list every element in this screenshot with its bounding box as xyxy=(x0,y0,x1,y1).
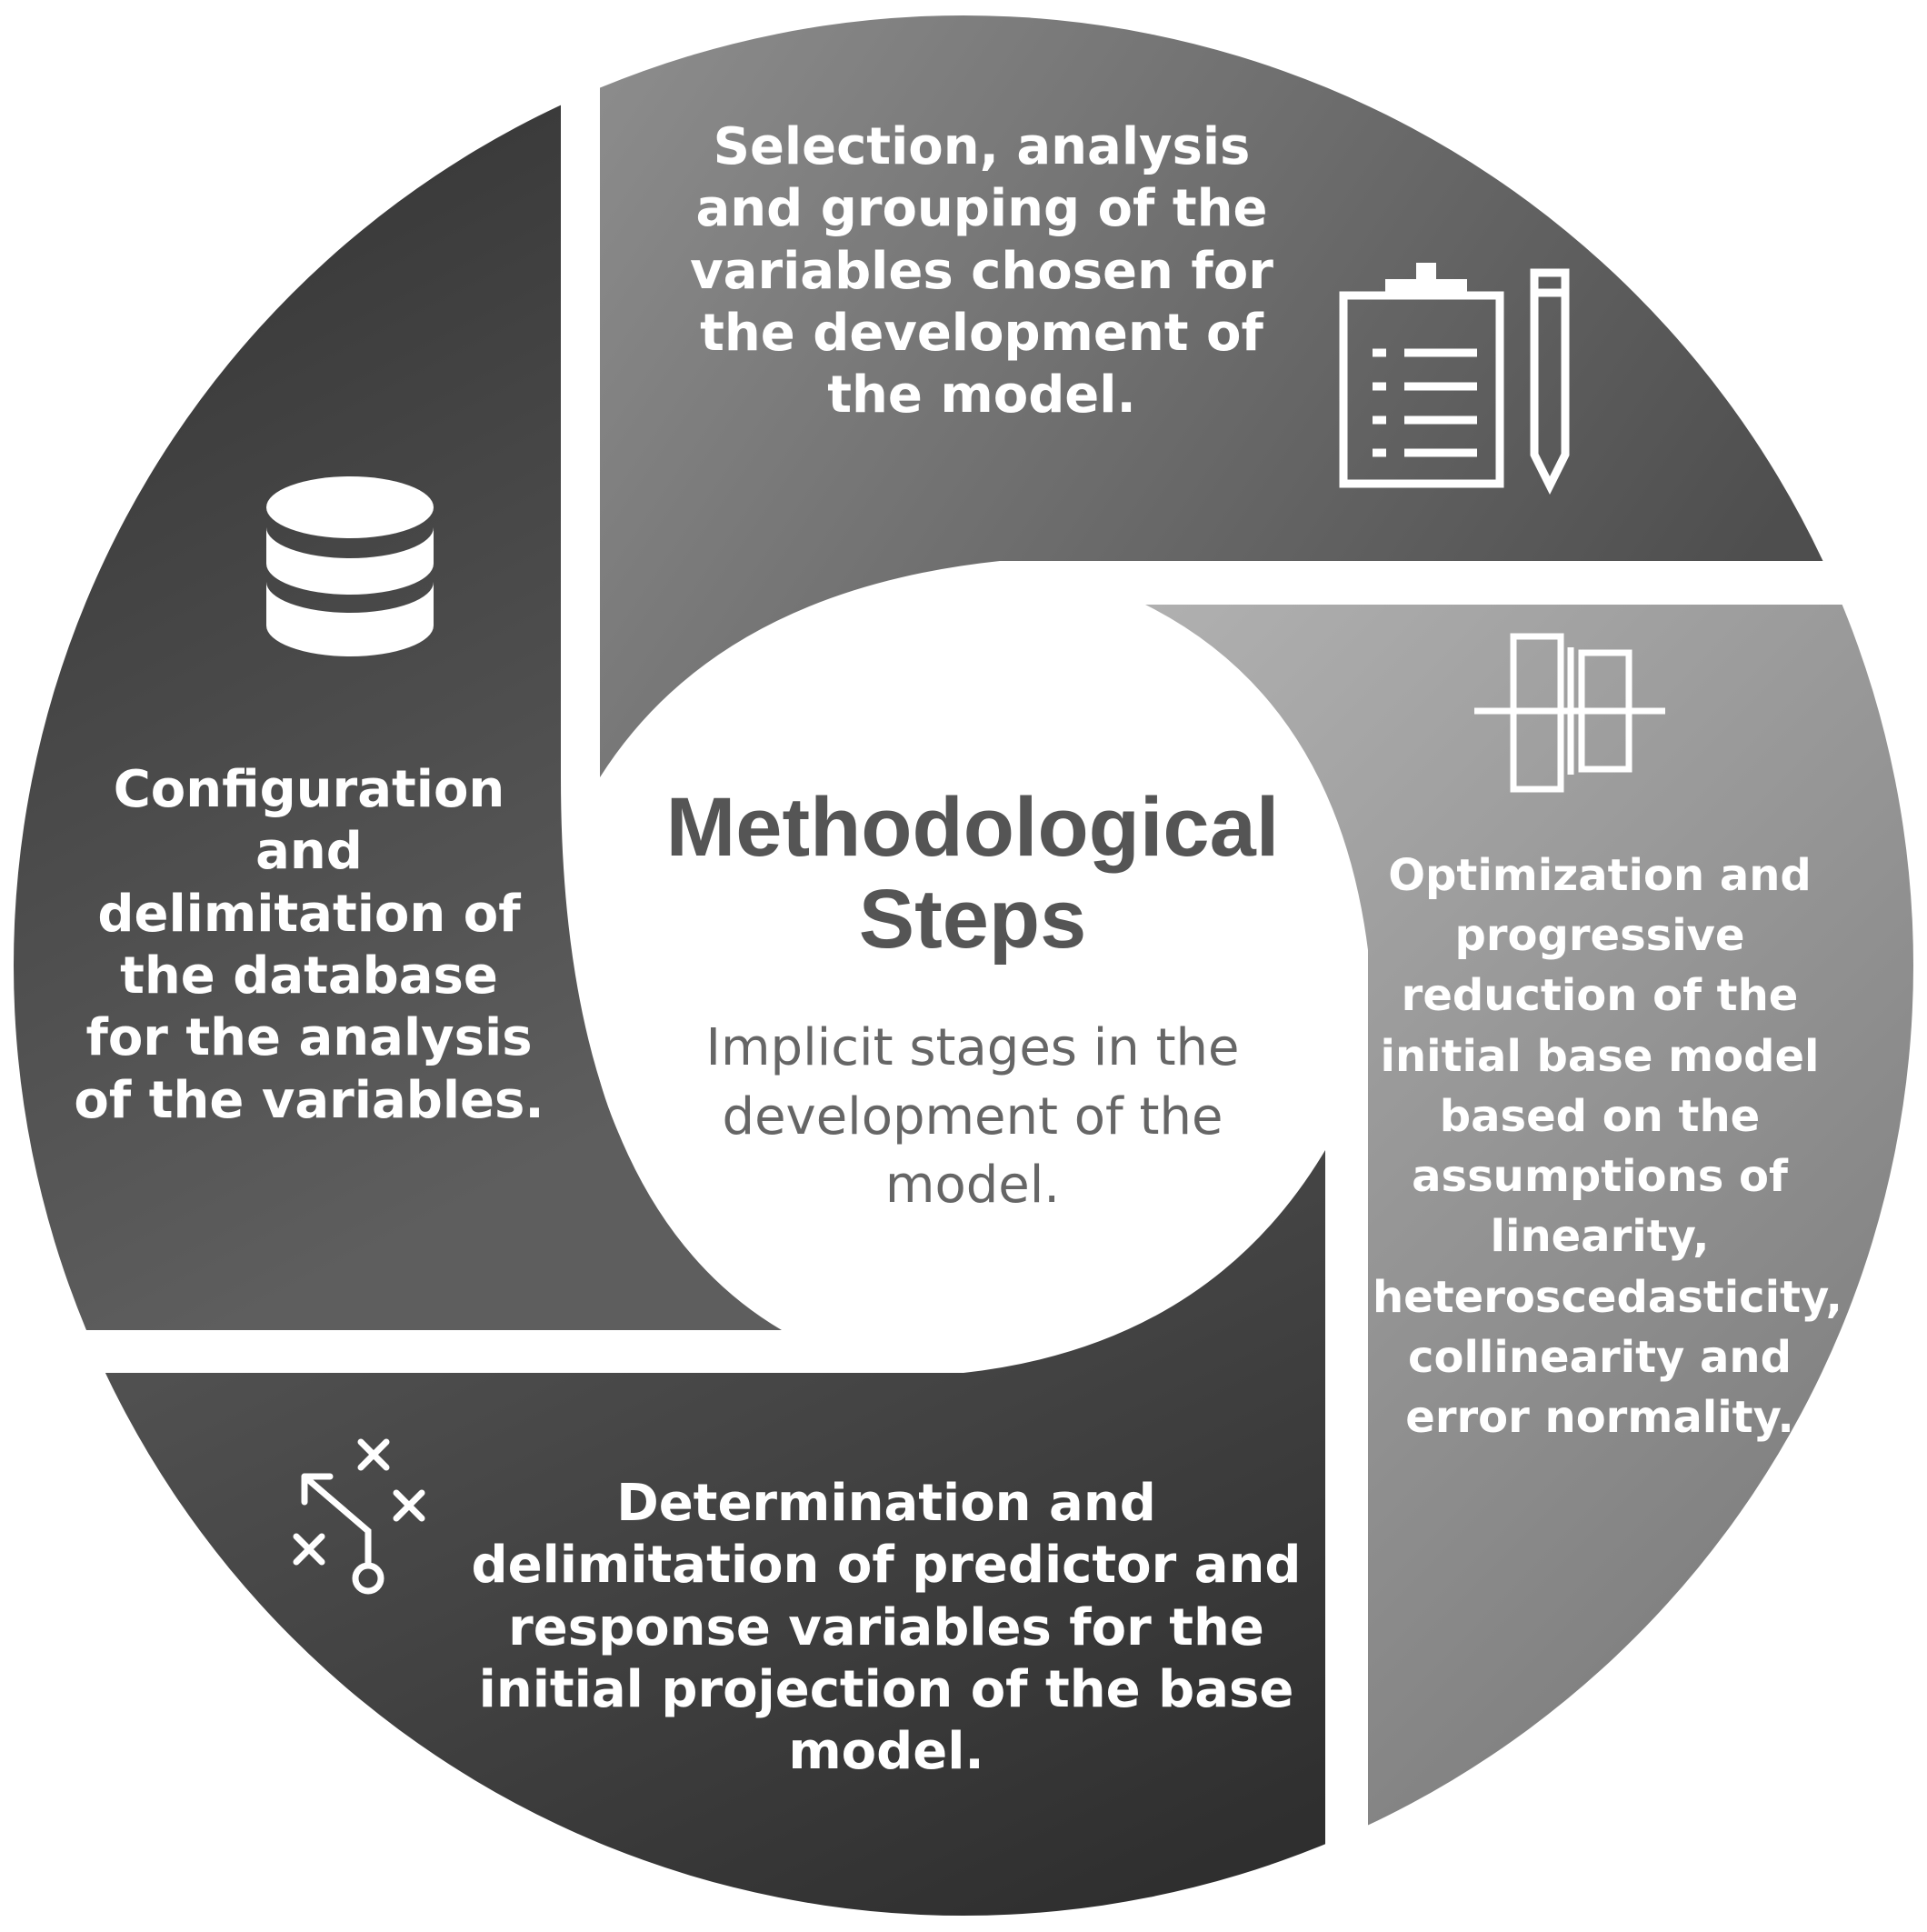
center-circle xyxy=(586,603,1341,1357)
segment-top-text: Selection, analysis and grouping of the … xyxy=(690,117,1273,425)
boxplot-icon xyxy=(1474,633,1665,793)
segment-bottom-text: Determination and delimitation of predic… xyxy=(471,1474,1302,1782)
strategy-play-icon xyxy=(293,1438,425,1595)
segment-right-text: Optimization and progressive reduction o… xyxy=(1373,850,1842,1444)
database-icon xyxy=(266,476,434,656)
segment-left-text: Configuration and delimitation of the da… xyxy=(74,760,544,1130)
clipboard-pencil-icon xyxy=(1339,263,1570,496)
center-subtitle: Implicit stages in the development of th… xyxy=(705,1018,1240,1216)
center-title: Methodological Steps xyxy=(665,781,1280,966)
